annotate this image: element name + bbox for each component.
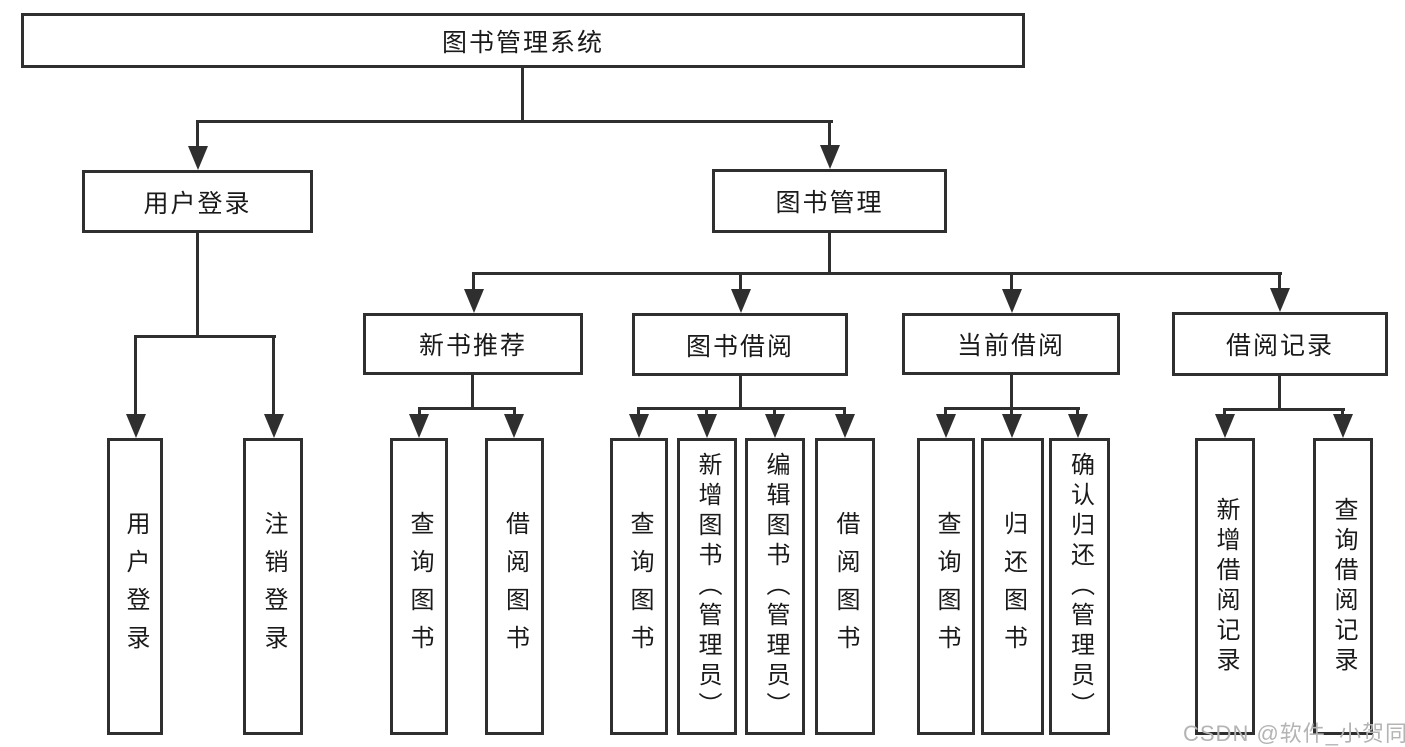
- arrowhead-cb-return: [1002, 414, 1022, 438]
- arrowhead-logout: [264, 414, 284, 438]
- arrowhead-login: [126, 414, 146, 438]
- connector-nbr-branch: [418, 407, 516, 410]
- arrowhead-cb-confirm: [1068, 414, 1088, 438]
- connector-to-bb-borrow: [843, 407, 846, 417]
- connector-to-bb-add: [705, 407, 708, 417]
- connector-level3-branch: [472, 272, 1282, 275]
- node-br-add-record: 新增借阅记录: [1195, 438, 1255, 735]
- node-user-login: 用户登录: [82, 170, 313, 233]
- connector-to-login: [134, 335, 137, 415]
- connector-to-br-add: [1223, 408, 1226, 417]
- watermark-text: CSDN @软件_小贺同学: [1183, 721, 1405, 746]
- arrowhead-br-query: [1333, 414, 1353, 438]
- connector-level2-branch: [196, 120, 833, 123]
- arrowhead-br-add: [1215, 414, 1235, 438]
- node-bb-edit-book: 编辑图书（管理员）: [745, 438, 805, 735]
- node-borrow-records: 借阅记录: [1172, 312, 1388, 376]
- node-book-borrow: 图书借阅: [632, 313, 848, 376]
- connector-to-current-borrow: [1010, 272, 1013, 290]
- node-current-borrow-label: 当前借阅: [956, 332, 1065, 360]
- arrowhead-new-book-recommend: [464, 289, 484, 313]
- node-new-book-recommend: 新书推荐: [363, 313, 583, 375]
- connector-to-borrow-records: [1278, 272, 1281, 290]
- connector-to-logout: [272, 335, 275, 415]
- node-current-borrow: 当前借阅: [902, 313, 1120, 375]
- node-cb-confirm-return: 确认归还（管理员）: [1049, 438, 1110, 735]
- node-new-book-recommend-label: 新书推荐: [418, 332, 527, 360]
- connector-to-cb-query: [944, 407, 947, 417]
- arrowhead-user-login: [188, 146, 208, 170]
- arrowhead-current-borrow: [1002, 289, 1022, 313]
- node-user-login-label: 用户登录: [143, 189, 252, 218]
- node-nbr-borrow-book: 借阅图书: [485, 438, 544, 735]
- node-br-query-record: 查询借阅记录: [1313, 438, 1373, 735]
- connector-to-cb-confirm: [1076, 407, 1079, 417]
- connector-to-nbr-query: [418, 407, 421, 417]
- node-book-management-label: 图书管理: [775, 189, 884, 217]
- connector-nbr-drop: [471, 375, 474, 410]
- connector-to-br-query: [1341, 408, 1344, 417]
- connector-cb-drop: [1010, 375, 1013, 410]
- connector-book-management-drop: [828, 233, 831, 275]
- connector-user-login-drop: [196, 233, 199, 338]
- node-bb-query-book: 查询图书: [610, 438, 668, 735]
- node-book-management: 图书管理: [712, 169, 947, 233]
- node-cb-return-book: 归还图书: [981, 438, 1044, 735]
- node-book-borrow-label: 图书借阅: [685, 332, 794, 361]
- arrowhead-bb-edit: [765, 414, 785, 438]
- arrowhead-book-borrow: [731, 289, 751, 313]
- connector-to-bb-query: [637, 407, 640, 417]
- arrowhead-nbr-borrow: [504, 414, 524, 438]
- arrowhead-cb-query: [936, 414, 956, 438]
- connector-bb-drop: [739, 376, 742, 410]
- connector-to-new-book-recommend: [472, 272, 475, 290]
- node-logout: 注销登录: [243, 438, 303, 735]
- node-borrow-records-label: 借阅记录: [1225, 332, 1334, 360]
- connector-br-drop: [1278, 376, 1281, 411]
- node-bb-borrow-book: 借阅图书: [815, 438, 875, 735]
- connector-bb-branch: [638, 407, 846, 410]
- node-root: 图书管理系统: [21, 13, 1025, 68]
- node-root-label: 图书管理系统: [441, 28, 604, 57]
- connector-root-drop: [521, 68, 524, 123]
- connector-to-nbr-borrow: [513, 407, 516, 417]
- arrowhead-nbr-query: [409, 414, 429, 438]
- connector-to-book-borrow: [739, 272, 742, 290]
- node-cb-query-book: 查询图书: [917, 438, 975, 735]
- node-login: 用户登录: [107, 438, 163, 735]
- arrowhead-bb-add: [697, 414, 717, 438]
- connector-to-book-management: [828, 120, 831, 147]
- node-bb-add-book: 新增图书（管理员）: [677, 438, 737, 735]
- arrowhead-borrow-records: [1270, 288, 1290, 312]
- connector-to-user-login: [196, 120, 199, 148]
- arrowhead-bb-query: [629, 414, 649, 438]
- connector-to-cb-return: [1010, 407, 1013, 417]
- connector-user-login-branch: [134, 335, 276, 338]
- connector-to-bb-edit: [773, 407, 776, 417]
- arrowhead-book-management: [820, 145, 840, 169]
- node-nbr-query-book: 查询图书: [390, 438, 448, 735]
- connector-br-branch: [1224, 408, 1345, 411]
- arrowhead-bb-borrow: [835, 414, 855, 438]
